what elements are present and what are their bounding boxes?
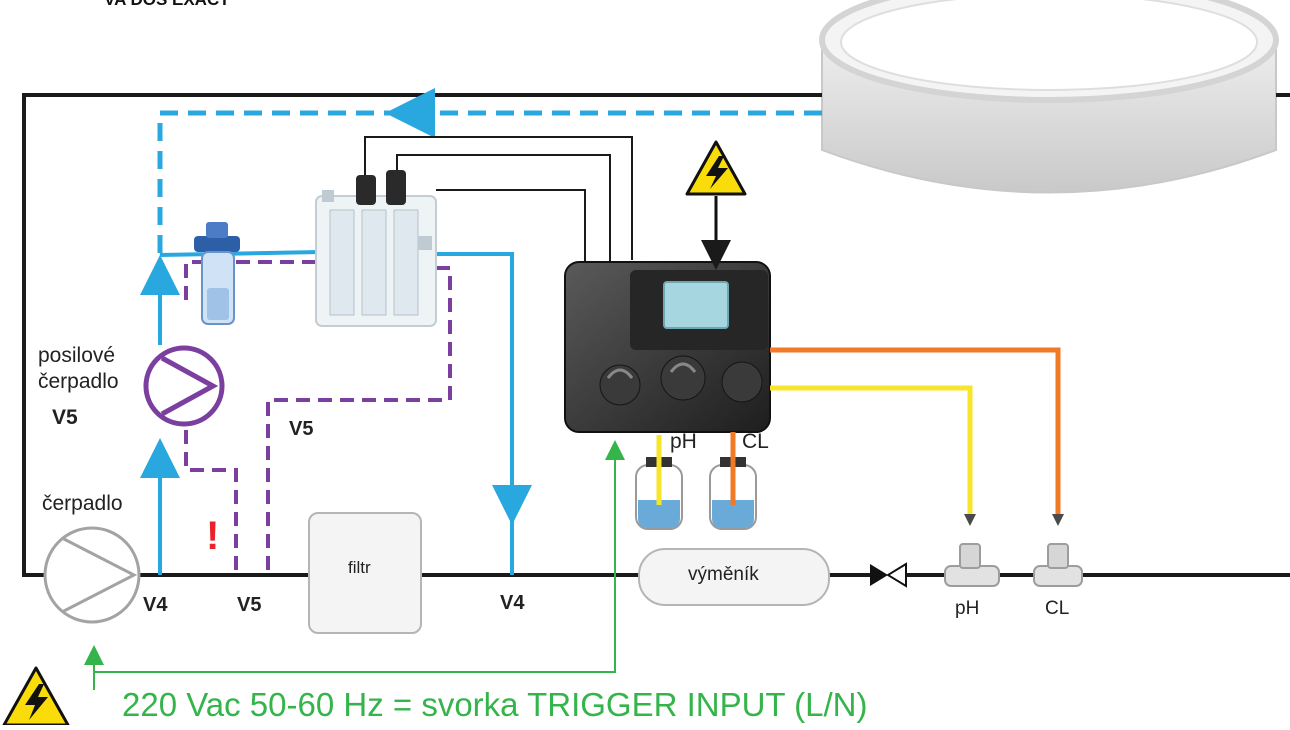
filter-box: filtr [308,512,422,634]
cl-injector-icon [1033,543,1083,587]
warning-mark: ! [206,514,220,558]
dosing-lines [770,347,1061,515]
return-line [157,88,822,255]
pool-icon [819,0,1279,194]
probe-ph-label: pH [955,598,980,619]
controller-icon [564,261,771,433]
booster-pump-label-2: čerpadlo [38,370,119,393]
main-pump-icon [43,526,141,624]
page-title: VA DOS EXACT [104,0,230,10]
sample-lines [140,250,532,575]
ph-injector-icon [944,543,1000,587]
booster-pump-code: V5 [52,406,78,429]
prefilter-icon [194,222,240,325]
flowmeter-icon [315,170,437,327]
ph-tank-icon [635,435,683,530]
power-warning-icon [2,666,70,727]
v4-right-label: V4 [500,592,525,614]
booster-pump-icon [143,345,225,427]
heat-exchanger-label: výměník [688,564,759,585]
sensor-wires [364,136,633,262]
power-lines [84,440,625,690]
v5-bottom-label: V5 [237,594,262,616]
main-pump-label: čerpadlo [42,492,123,515]
v5-mid-label: V5 [289,418,314,440]
v4-left-label: V4 [143,594,168,616]
cl-tank-icon [709,432,757,530]
tank-ph-label: pH [670,430,697,453]
booster-pump-label-1: posilové [38,344,116,367]
high-voltage-warning-icon [685,140,747,270]
probe-cl-label: CL [1045,598,1070,619]
filter-label: filtr [348,558,371,577]
power-note: 220 Vac 50-60 Hz = svorka TRIGGER INPUT … [122,686,868,723]
tank-cl-label: CL [742,430,769,453]
check-valve-icon [870,562,907,588]
bypass-lines [184,260,452,575]
heat-exchanger-box: výměník [638,548,830,606]
